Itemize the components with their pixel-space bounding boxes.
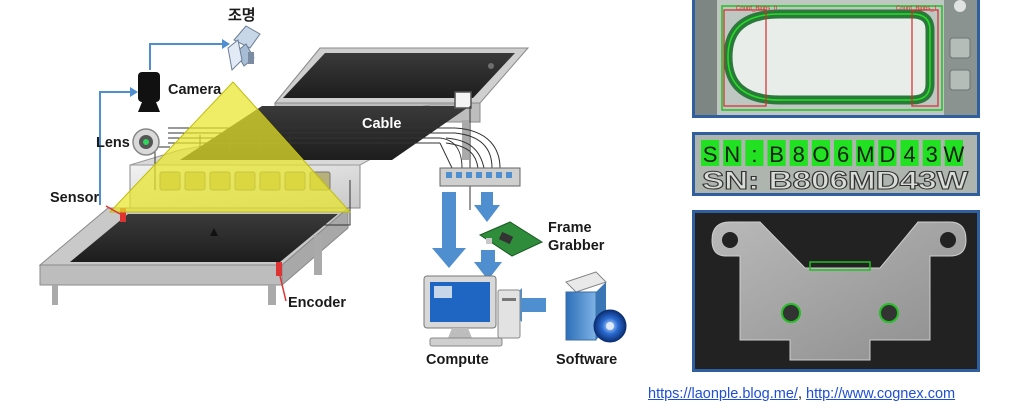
- ocr-char-box: [944, 140, 963, 166]
- blob-label-right: Count_Blobs_1: [896, 6, 938, 12]
- ocr-char: 6: [837, 142, 849, 167]
- ocr-char-box: [834, 140, 853, 166]
- sensor-label: Sensor: [50, 190, 100, 206]
- ocr-char: B: [769, 142, 784, 167]
- ocr-char-box: [701, 140, 720, 166]
- signal-arrows: [99, 43, 222, 205]
- blob-inspection-panel: Count_Blobs_0 Count_Blobs_1: [692, 0, 980, 118]
- lens-icon: [132, 128, 160, 156]
- frame-grabber-label-line2: Grabber: [548, 238, 605, 254]
- ocr-char: 4: [903, 142, 915, 167]
- illumination-cone: [108, 81, 352, 213]
- data-flow-arrows: [432, 192, 546, 322]
- ocr-char: D: [879, 142, 895, 167]
- camera-icon: [138, 72, 160, 112]
- camera-label: Camera: [168, 82, 222, 98]
- ocr-char: M: [856, 142, 874, 167]
- source-link-laonple[interactable]: https://laonple.blog.me/: [648, 386, 798, 402]
- software-label: Software: [556, 352, 617, 368]
- compute-label: Compute: [426, 352, 489, 368]
- ocr-source-text: SN: B806MD43W: [702, 167, 969, 195]
- ocr-char-box: [900, 140, 919, 166]
- ocr-char: 3: [926, 142, 938, 167]
- bracket-inspection-panel: [692, 210, 980, 372]
- ocr-char-box: [922, 140, 941, 166]
- ocr-char: W: [944, 142, 965, 167]
- lens-label: Lens: [96, 135, 130, 151]
- ocr-char-box: [723, 140, 742, 166]
- computer-icon: [423, 275, 521, 347]
- ocr-char: S: [703, 142, 718, 167]
- ocr-char: :: [751, 142, 757, 167]
- software-box-icon: [565, 271, 627, 343]
- blob-label-left: Count_Blobs_0: [736, 6, 778, 12]
- source-separator: ,: [797, 386, 806, 402]
- ocr-char-box: [745, 140, 764, 166]
- ocr-char-box: [878, 140, 897, 166]
- source-link-cognex[interactable]: http://www.cognex.com: [806, 386, 956, 402]
- ocr-char-box: [789, 140, 808, 166]
- cable-label: Cable: [362, 116, 402, 132]
- ocr-char: N: [724, 142, 740, 167]
- ocr-char-box: [811, 140, 830, 166]
- lighting-icon: [227, 25, 261, 72]
- frame-grabber-card-icon: [478, 221, 544, 257]
- frame-grabber-label-line1: Frame: [548, 220, 592, 236]
- encoder-label: Encoder: [288, 295, 346, 311]
- ocr-char: 8: [793, 142, 805, 167]
- ocr-char-box: [856, 140, 875, 166]
- source-credits: https://laonple.blog.me/, http://www.cog…: [648, 386, 1028, 402]
- frame-grabber-connector: [439, 167, 521, 187]
- ocr-char: O: [812, 142, 829, 167]
- lighting-label: 조명: [228, 6, 256, 24]
- ocr-char-box: [767, 140, 786, 166]
